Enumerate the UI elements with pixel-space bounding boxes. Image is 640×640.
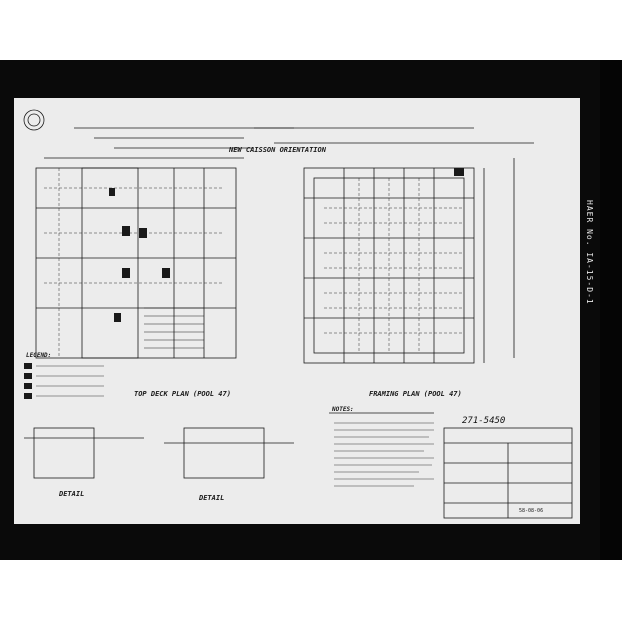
legend-title: LEGEND: [26, 352, 52, 359]
drawing-number: 58-08-06 [519, 508, 544, 514]
blueprint-linework [23, 109, 573, 519]
drawing-sheet: LEGEND: TOP DECK PLAN (POOL 47) FRAMING … [14, 98, 580, 524]
notes-title: NOTES: [332, 406, 354, 413]
film-edge [600, 60, 622, 560]
film-side-label: HAER No. IA-15-D-1 [585, 200, 594, 305]
framing-plan-title: FRAMING PLAN (POOL 47) [369, 390, 462, 398]
top-deck-plan-title: TOP DECK PLAN (POOL 47) [134, 390, 231, 398]
detail-label-1: DETAIL [59, 490, 85, 498]
new-caisson-label: NEW CAISSON ORIENTATION [229, 146, 326, 154]
sheet-number: 271-5450 [462, 416, 506, 426]
detail-label-2: DETAIL [199, 494, 225, 502]
